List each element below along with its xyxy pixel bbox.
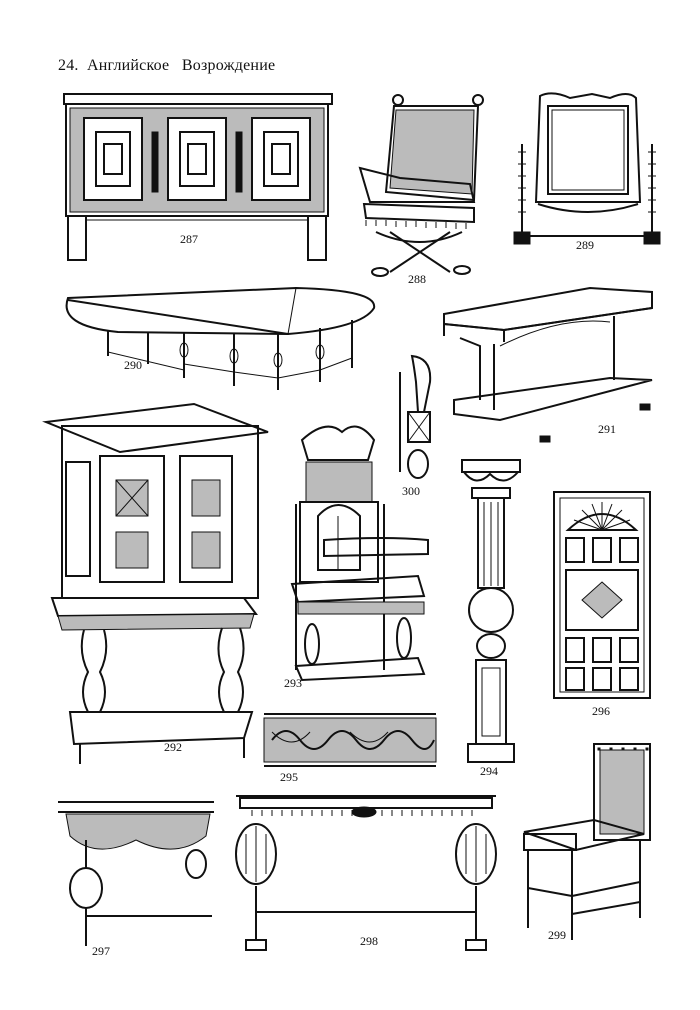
refectory-table-illustration [235,795,497,951]
figure-293: 293 [284,420,436,692]
figure-296-label: 296 [592,704,610,718]
panelled-door-illustration [553,491,651,699]
court-cupboard-illustration [42,402,269,764]
figure-297: 297 [56,800,216,962]
figure-300-label: 300 [402,484,420,498]
figure-291: 291 [440,286,656,444]
figure-295-label: 295 [280,770,298,784]
page-title: 24. Английское Возрождение [58,57,276,74]
figure-299-label: 299 [548,928,566,942]
carved-armchair-illustration [290,425,429,682]
figure-288-label: 288 [408,272,426,286]
figure-298: 298 [232,794,500,966]
figure-294: 294 [458,458,524,780]
column-pedestal-illustration [461,459,521,763]
figure-299: 299 [520,742,654,960]
figure-300: 300 [396,352,436,500]
figure-290-label: 290 [124,358,142,372]
figure-294-label: 294 [480,764,498,778]
figure-293-label: 293 [284,676,302,690]
figure-288: 288 [350,92,490,286]
figure-296: 296 [552,490,652,726]
figure-287-label: 287 [180,232,198,246]
figure-292-label: 292 [164,740,182,754]
figure-298-label: 298 [360,934,378,948]
mirror-illustration [513,92,661,245]
long-table-illustration [443,286,653,443]
finial-fragment-illustration [399,354,432,479]
frieze-illustration [263,713,437,767]
figure-291-label: 291 [598,422,616,436]
figure-295: 295 [262,712,438,788]
figure-287: 287 [60,92,335,267]
figure-297-label: 297 [92,944,110,958]
figure-289: 289 [512,92,662,262]
x-frame-chair-illustration [358,94,484,277]
gate-leg-table-illustration [65,286,376,390]
leather-chair-illustration [523,743,651,940]
figure-292: 292 [42,402,270,772]
figure-289-label: 289 [576,238,594,252]
figure-290: 290 [58,286,388,396]
table-fragment-illustration [58,801,214,946]
chest-illustration [63,93,333,261]
